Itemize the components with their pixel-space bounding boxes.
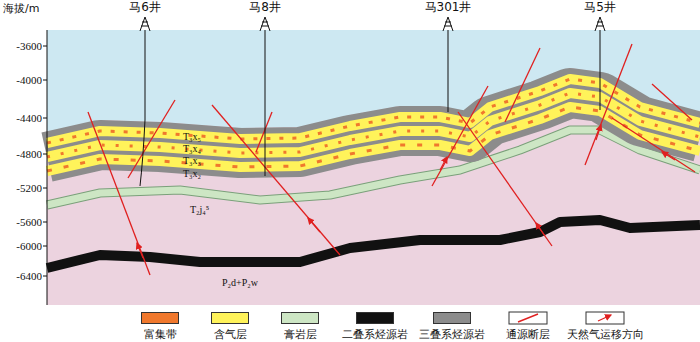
legend-text: 二叠系烃源岩 <box>342 327 408 342</box>
tick-label: -6000 <box>16 240 42 252</box>
layer-label: T₃x₅ <box>183 131 201 142</box>
axis-title: 海拔/m <box>3 3 39 15</box>
layer-label: T₂j₄⁵ <box>190 204 209 215</box>
tick-label: -6400 <box>16 270 42 282</box>
axis-ticks <box>43 30 47 305</box>
tick-label: -5600 <box>16 216 42 228</box>
legend-swatch <box>211 312 249 324</box>
migration-arrows <box>137 125 675 258</box>
layer-label: T₃x₄ <box>183 143 201 154</box>
well-name: 马5井 <box>584 1 616 14</box>
legend-swatch <box>433 312 471 324</box>
legend-swatch <box>281 312 319 324</box>
tick-label: -4800 <box>16 148 42 160</box>
legend-text: 富集带 <box>144 327 177 342</box>
tick-label: -5200 <box>16 182 42 194</box>
layer-label: P₂d+P₂w <box>222 277 258 288</box>
layer-label: T₃x₃ <box>183 155 201 166</box>
legend-text: 通源断层 <box>506 327 550 342</box>
legend-swatch <box>356 312 394 324</box>
wells <box>140 17 605 186</box>
legend-text: 天然气运移方向 <box>567 327 644 342</box>
well-name: 马6井 <box>129 1 161 14</box>
basement <box>47 30 700 305</box>
legend-text: 含气层 <box>214 327 247 342</box>
legend-swatch <box>141 312 179 324</box>
legend-text: 三叠系烃源岩 <box>419 327 485 342</box>
tick-label: -3600 <box>16 40 42 52</box>
well-name: 马8井 <box>249 1 281 14</box>
well-name: 马301井 <box>425 1 472 14</box>
tick-label: -4400 <box>16 112 42 124</box>
faults <box>88 44 695 275</box>
legend-text: 膏岩层 <box>284 327 317 342</box>
tick-label: -4000 <box>16 74 42 86</box>
layer-label: T₃x₂ <box>183 168 201 179</box>
legend-icons <box>509 312 624 324</box>
